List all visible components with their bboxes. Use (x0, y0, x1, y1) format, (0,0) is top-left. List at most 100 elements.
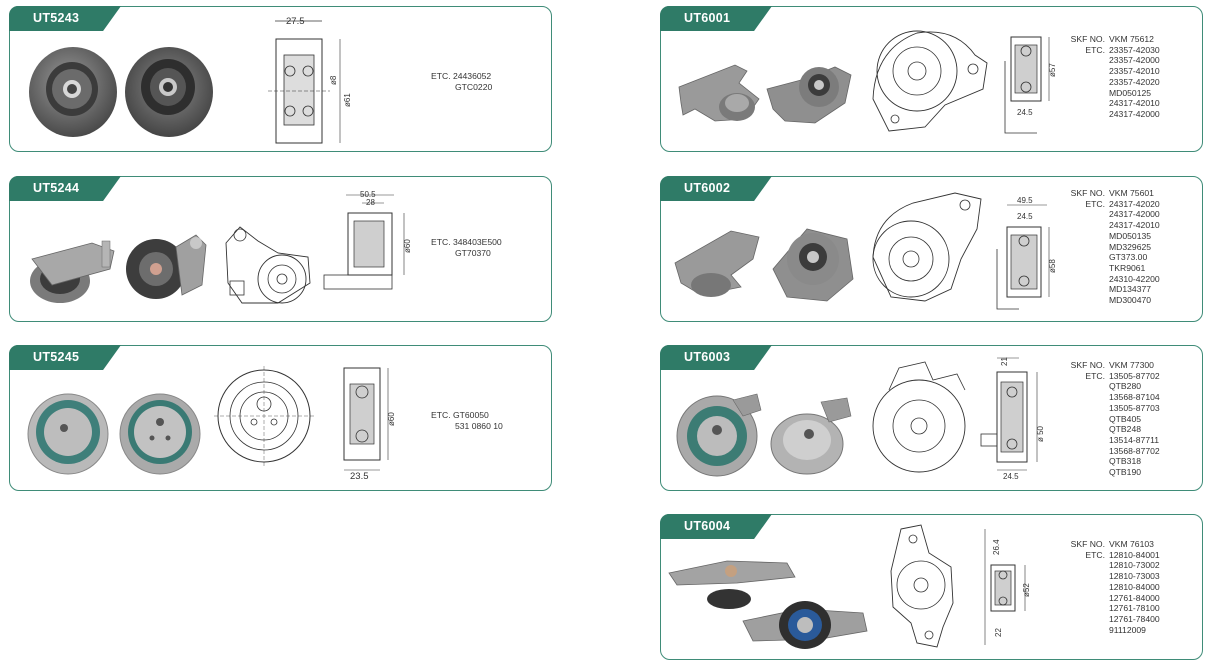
ref-number: 91112009 (1109, 624, 1146, 635)
product-code-tag: UT6002 (660, 176, 772, 201)
ref-number: 24310-42200 (1109, 273, 1160, 284)
skf-number: VKM 77300 (1109, 360, 1154, 370)
product-photo-front (668, 560, 796, 609)
svg-text:22: 22 (994, 628, 1003, 637)
ref-number: 13505-87702 (1109, 370, 1160, 381)
ref-number: 23357-42010 (1109, 66, 1160, 77)
ref-number: 23357-42000 (1109, 55, 1160, 66)
ref-number: 24317-42020 (1109, 198, 1160, 209)
ref-number: 24317-42000 (1109, 209, 1160, 220)
product-photo-angle (119, 393, 201, 475)
ref-number: GT60050 (452, 410, 489, 420)
product-card-ut5245: UT5245 ø60 23.5 ETC. GT60050 531 (9, 345, 552, 491)
product-photo-front (27, 393, 109, 475)
ref-number: 12761-84000 (1109, 592, 1160, 603)
product-card-ut5243: UT5243 27.5 ø61 ø8 ETC. 24436052 GTC0220 (9, 6, 552, 152)
product-code-tag: UT6003 (660, 345, 772, 370)
svg-text:ø60: ø60 (387, 412, 396, 426)
ref-number: QTB248 (1109, 424, 1142, 435)
ref-number: MD050135 (1109, 230, 1152, 241)
ref-number: 12810-84000 (1109, 581, 1160, 592)
ref-number: QTB405 (1109, 413, 1142, 424)
reference-numbers: SKF NO.VKM 75612 ETC.23357-42030 23357-4… (1070, 34, 1160, 119)
technical-drawing-front (872, 30, 988, 132)
product-photo-front (30, 240, 115, 303)
technical-drawing-section: 49.5 24.5 ø58 (996, 196, 1057, 310)
ref-number: 24317-42010 (1109, 98, 1160, 109)
technical-drawing-section: 50.5 28 ø60 (323, 190, 412, 290)
product-card-ut6002: UT6002 49.5 24.5 ø58 SKF NO.VKM 75601 ET… (660, 176, 1203, 322)
ref-number: 12761-78400 (1109, 613, 1160, 624)
ref-number: MD134377 (1109, 284, 1152, 295)
reference-numbers: SKF NO.VKM 77300 ETC.13505-87702 QTB280 … (1070, 360, 1160, 478)
ref-number: 13568-87702 (1109, 445, 1160, 456)
reference-numbers: ETC. 348403E500 GT70370 (431, 237, 502, 258)
product-photo-front (678, 64, 760, 122)
svg-text:24.5: 24.5 (1017, 212, 1033, 221)
svg-text:ø60: ø60 (403, 239, 412, 253)
ref-number: TKR9061 (1109, 262, 1146, 273)
product-photo-angle (126, 234, 207, 299)
ref-number: 12761-78100 (1109, 603, 1160, 614)
svg-text:ø57: ø57 (1048, 63, 1057, 77)
ref-number: QTB318 (1109, 456, 1142, 467)
product-code-tag: UT5244 (9, 176, 121, 201)
technical-drawing-front (872, 361, 966, 473)
svg-text:ø8: ø8 (329, 75, 338, 85)
svg-text:50.5: 50.5 (360, 190, 376, 199)
product-photo-front (674, 230, 760, 297)
technical-drawing: 27.5 ø61 ø8 (268, 16, 352, 144)
ref-number: 13505-87703 (1109, 402, 1160, 413)
svg-text:23.5: 23.5 (350, 471, 369, 482)
svg-text:27.5: 27.5 (286, 16, 305, 27)
ref-number: 24436052 (452, 71, 492, 81)
ref-number: GT70370 (455, 247, 491, 258)
technical-drawing-section: 21 ø 50 24.5 (980, 357, 1045, 481)
product-photo-front (29, 47, 117, 137)
reference-numbers: SKF NO.VKM 76103 ETC.12810-84001 12810-7… (1070, 539, 1160, 635)
ref-number: 24317-42010 (1109, 220, 1160, 231)
ref-number: 348403E500 (452, 237, 502, 247)
technical-drawing-front (214, 366, 314, 468)
reference-numbers: ETC. GT60050 531 0860 10 (431, 410, 503, 431)
technical-drawing-section: ø60 23.5 (343, 367, 396, 482)
svg-text:24.5: 24.5 (1003, 472, 1019, 481)
svg-text:26.4: 26.4 (992, 539, 1001, 555)
svg-text:ø61: ø61 (343, 93, 352, 107)
product-code-tag: UT5243 (9, 6, 121, 31)
ref-number: 12810-73002 (1109, 560, 1160, 571)
svg-text:ø 50: ø 50 (1036, 425, 1045, 442)
ref-number: QTB190 (1109, 467, 1142, 478)
skf-number: VKM 75612 (1109, 34, 1154, 44)
svg-text:ø52: ø52 (1022, 583, 1031, 597)
product-photo-angle (770, 397, 852, 475)
ref-number: 13514-87711 (1109, 434, 1160, 445)
ref-number: 24317-42000 (1109, 108, 1160, 119)
ref-number: MD050125 (1109, 87, 1152, 98)
ref-number: 12810-73003 (1109, 571, 1160, 582)
technical-drawing-section: ø57 24.5 (1004, 36, 1057, 134)
technical-drawing-front (225, 226, 311, 304)
skf-number: VKM 76103 (1109, 539, 1154, 549)
reference-numbers: ETC. 24436052 GTC0220 (431, 71, 493, 92)
ref-number: MD300470 (1109, 295, 1152, 306)
svg-text:ø58: ø58 (1048, 259, 1057, 273)
product-code-tag: UT6004 (660, 514, 772, 539)
svg-text:24.5: 24.5 (1017, 108, 1033, 117)
ref-number: GT373.00 (1109, 252, 1148, 263)
svg-text:28: 28 (366, 198, 375, 207)
reference-numbers: SKF NO.VKM 75601 ETC.24317-42020 24317-4… (1070, 188, 1160, 306)
ref-number: MD329625 (1109, 241, 1152, 252)
product-photo-angle (125, 47, 213, 137)
ref-number: 13568-87104 (1109, 392, 1160, 403)
ref-number: 531 0860 10 (455, 420, 503, 431)
product-code-tag: UT5245 (9, 345, 121, 370)
technical-drawing-front (890, 524, 954, 648)
product-card-ut6003: UT6003 21 ø 50 24.5 SKF NO.VKM 77300 ETC… (660, 345, 1203, 491)
ref-number: 12810-84001 (1109, 549, 1160, 560)
ref-number: GTC0220 (455, 81, 493, 92)
product-card-ut6004: UT6004 26.4 ø52 22 SKF NO.VKM 76103 ETC.… (660, 514, 1203, 660)
product-photo-angle (772, 228, 854, 302)
product-code-tag: UT6001 (660, 6, 772, 31)
product-card-ut5244: UT5244 50.5 28 ø60 ETC. 348403E500 GT703… (9, 176, 552, 322)
